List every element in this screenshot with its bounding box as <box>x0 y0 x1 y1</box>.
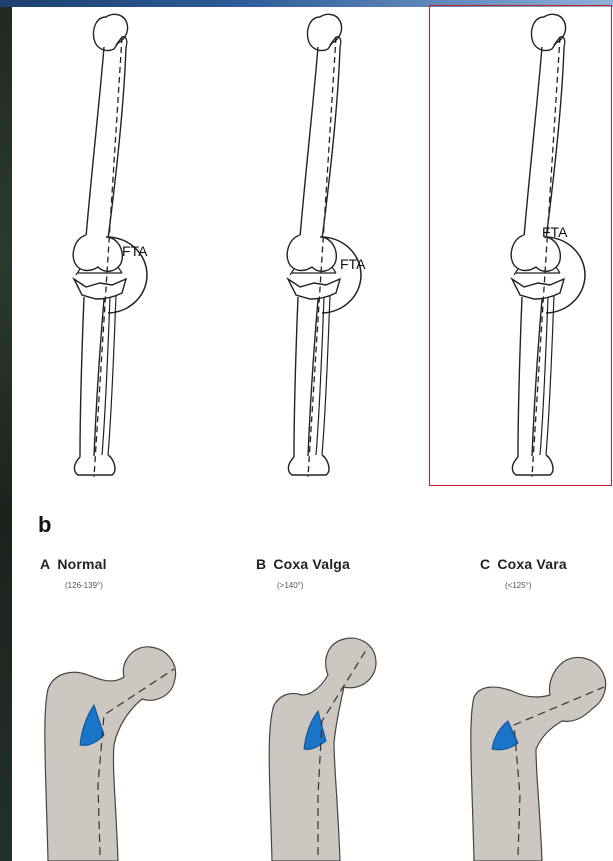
panel-b-label: b <box>38 512 51 538</box>
femur-b-name: Coxa Valga <box>273 556 350 572</box>
femur-a-title: A Normal <box>40 556 107 572</box>
femur-c-range: (<125°) <box>505 581 532 590</box>
fta-label-1: FTA <box>122 243 148 259</box>
femur-a-range: (126-139°) <box>65 581 103 590</box>
femur-c-letter: C <box>480 556 490 572</box>
left-background-strip <box>0 0 12 861</box>
leg-varus <box>287 14 361 477</box>
fta-label-2: FTA <box>340 256 366 272</box>
femur-c-name: Coxa Vara <box>497 556 567 572</box>
femur-b-letter: B <box>256 556 266 572</box>
femur-normal <box>38 625 208 861</box>
femur-b-range: (>140°) <box>277 581 304 590</box>
femur-b-title: B Coxa Valga <box>256 556 350 572</box>
femur-a-name: Normal <box>57 556 106 572</box>
femur-c-title: C Coxa Vara <box>480 556 567 572</box>
femur-coxa-valga <box>260 625 430 861</box>
femur-a-letter: A <box>40 556 50 572</box>
femur-coxa-vara <box>464 625 613 861</box>
highlight-box <box>429 5 612 486</box>
